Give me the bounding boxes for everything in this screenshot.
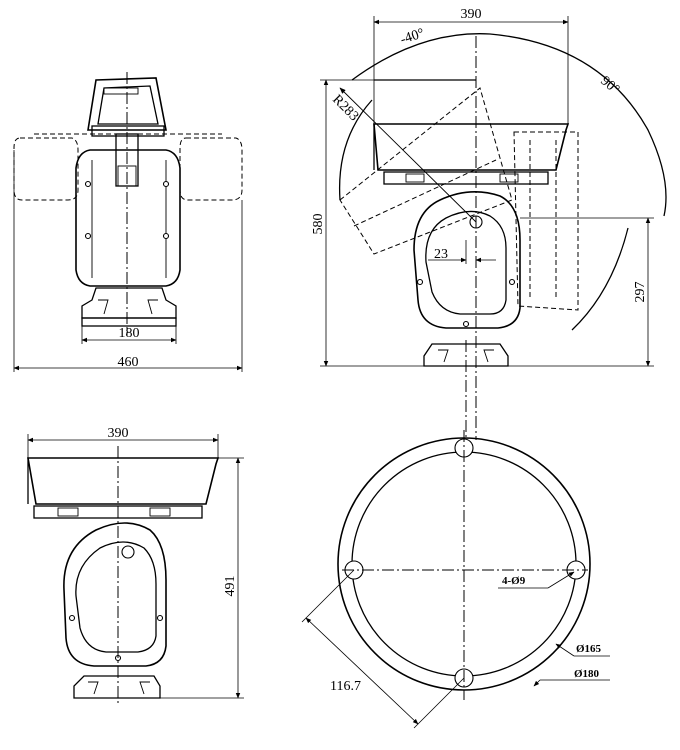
lower-side-view: 390 491 (27, 426, 244, 706)
dim-lower-total-height: 491 (223, 576, 238, 597)
label-base-outer-dia: Ø180 (574, 668, 600, 680)
dim-side-housing-width: 390 (461, 7, 482, 22)
dim-side-pivot-height: 297 (633, 282, 648, 303)
dim-base-hole-spacing: 116.7 (330, 679, 361, 694)
label-base-holes: 4-Ø9 (502, 575, 526, 587)
dim-side-offset: 23 (434, 247, 448, 262)
label-base-inner-dia: Ø165 (576, 643, 602, 655)
side-view: R283 -40° 90° 390 580 297 23 (311, 7, 667, 440)
front-view: 180 460 (13, 72, 243, 372)
dim-front-total-width: 460 (118, 355, 139, 370)
label-tilt-up: -40° (399, 26, 427, 48)
base-plate-view: 4-Ø9 Ø165 Ø180 116.7 (301, 430, 610, 729)
label-tilt-down: 90° (597, 74, 622, 98)
dim-lower-housing-width: 390 (108, 426, 129, 441)
dim-side-radius: R283 (329, 92, 361, 124)
dim-front-base-width: 180 (119, 326, 140, 341)
dim-side-total-height: 580 (311, 214, 326, 235)
